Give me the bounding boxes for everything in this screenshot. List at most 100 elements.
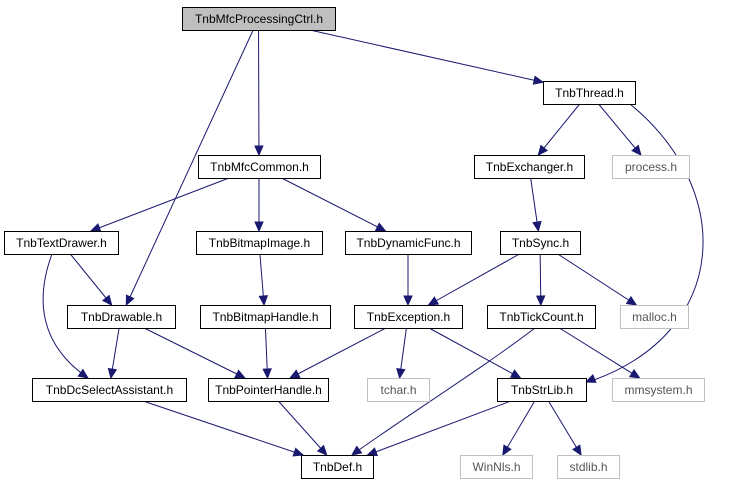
node-textdrawer-label: TnbTextDrawer.h bbox=[16, 236, 107, 250]
node-textdrawer[interactable]: TnbTextDrawer.h bbox=[4, 231, 119, 255]
node-bitmaphandle-box[interactable] bbox=[200, 305, 331, 329]
node-bitmapimage-label: TnbBitmapImage.h bbox=[209, 236, 310, 250]
node-sync[interactable]: TnbSync.h bbox=[500, 231, 581, 255]
edge-dcselect-to-def-arrowhead bbox=[292, 447, 305, 457]
edge-mfccommon-to-textdrawer-line bbox=[90, 177, 230, 232]
edge-thread-to-exchanger bbox=[537, 103, 581, 156]
node-dcselect-box[interactable] bbox=[32, 378, 187, 402]
edge-sync-to-tickcount-arrowhead bbox=[535, 295, 546, 307]
edge-textdrawer-to-dcselect-arrowhead bbox=[77, 368, 90, 379]
node-def-box[interactable] bbox=[301, 455, 374, 479]
node-tchar[interactable]: tchar.h bbox=[367, 378, 430, 402]
node-tchar-box[interactable] bbox=[367, 378, 430, 402]
node-tickcount[interactable]: TnbTickCount.h bbox=[487, 305, 596, 329]
node-tickcount-label: TnbTickCount.h bbox=[499, 310, 583, 324]
node-stdlib[interactable]: stdlib.h bbox=[557, 455, 620, 479]
edge-tickcount-to-def bbox=[351, 327, 536, 456]
node-pointerhandle-box[interactable] bbox=[208, 378, 329, 402]
node-bitmaphandle[interactable]: TnbBitmapHandle.h bbox=[200, 305, 331, 329]
node-textdrawer-box[interactable] bbox=[4, 231, 119, 255]
node-malloc[interactable]: malloc.h bbox=[620, 305, 689, 329]
edge-pointerhandle-to-def-line bbox=[277, 400, 328, 456]
node-pointerhandle[interactable]: TnbPointerHandle.h bbox=[208, 378, 329, 402]
node-winnls[interactable]: WinNls.h bbox=[460, 455, 533, 479]
edge-bitmapimage-to-bitmaphandle-arrowhead bbox=[258, 295, 269, 307]
node-malloc-box[interactable] bbox=[620, 305, 689, 329]
edge-textdrawer-to-drawable-line bbox=[69, 253, 113, 306]
edge-mfccommon-to-textdrawer-arrowhead bbox=[89, 223, 102, 233]
node-malloc-label: malloc.h bbox=[632, 310, 677, 324]
node-exception-box[interactable] bbox=[354, 305, 463, 329]
node-sync-box[interactable] bbox=[500, 231, 581, 255]
edge-thread-to-strlib-arrowhead bbox=[584, 373, 597, 383]
node-mmsystem-box[interactable] bbox=[612, 378, 705, 402]
edge-sync-to-malloc bbox=[557, 253, 638, 306]
node-winnls-label: WinNls.h bbox=[472, 460, 520, 474]
node-tickcount-box[interactable] bbox=[487, 305, 596, 329]
node-exchanger-box[interactable] bbox=[474, 155, 585, 179]
node-winnls-box[interactable] bbox=[460, 455, 533, 479]
node-dcselect[interactable]: TnbDcSelectAssistant.h bbox=[32, 378, 187, 402]
node-exchanger-label: TnbExchanger.h bbox=[486, 160, 573, 174]
node-thread-label: TnbThread.h bbox=[555, 86, 624, 100]
node-exchanger[interactable]: TnbExchanger.h bbox=[474, 155, 585, 179]
edge-sync-to-malloc-line bbox=[557, 253, 637, 306]
edge-mfccommon-to-bitmapimage bbox=[254, 178, 264, 233]
node-exception[interactable]: TnbException.h bbox=[354, 305, 463, 329]
node-dynamicfunc[interactable]: TnbDynamicFunc.h bbox=[345, 231, 472, 255]
edge-pointerhandle-to-def-arrowhead bbox=[316, 444, 328, 456]
edge-thread-to-strlib bbox=[584, 103, 704, 383]
node-bitmapimage-box[interactable] bbox=[196, 231, 323, 255]
edge-textdrawer-to-dcselect-line bbox=[42, 253, 89, 379]
edge-mfccommon-to-bitmapimage-arrowhead bbox=[254, 221, 264, 233]
node-strlib-label: TnbStrLib.h bbox=[511, 383, 573, 397]
edge-root-to-mfccommon-arrowhead bbox=[254, 145, 264, 157]
node-thread-box[interactable] bbox=[543, 81, 636, 105]
edge-strlib-to-winnls-line bbox=[502, 400, 536, 456]
edge-thread-to-process bbox=[598, 103, 642, 156]
edge-bitmaphandle-to-pointerhandle bbox=[262, 327, 272, 380]
edge-mfccommon-to-dynamicfunc-line bbox=[281, 177, 386, 232]
node-mfccommon-box[interactable] bbox=[198, 155, 321, 179]
node-bitmapimage[interactable]: TnbBitmapImage.h bbox=[196, 231, 323, 255]
edge-thread-to-exchanger-line bbox=[537, 103, 581, 156]
node-strlib[interactable]: TnbStrLib.h bbox=[497, 378, 587, 402]
edge-mfccommon-to-textdrawer bbox=[89, 177, 230, 233]
edges-layer bbox=[42, 29, 704, 457]
edge-sync-to-exception-arrowhead bbox=[427, 296, 440, 306]
edge-exception-to-pointerhandle bbox=[288, 327, 387, 379]
node-stdlib-box[interactable] bbox=[557, 455, 620, 479]
node-def[interactable]: TnbDef.h bbox=[301, 455, 374, 479]
node-process-label: process.h bbox=[625, 160, 677, 174]
edge-dynamicfunc-to-exception bbox=[403, 254, 413, 307]
node-process[interactable]: process.h bbox=[612, 155, 690, 179]
edge-exception-to-strlib bbox=[428, 327, 522, 379]
node-exception-label: TnbException.h bbox=[367, 310, 450, 324]
edge-pointerhandle-to-def bbox=[277, 400, 328, 456]
edge-bitmapimage-to-bitmaphandle bbox=[258, 253, 269, 307]
node-drawable-box[interactable] bbox=[67, 305, 176, 329]
edge-strlib-to-def-arrowhead bbox=[366, 447, 379, 457]
node-tchar-label: tchar.h bbox=[380, 383, 416, 397]
edge-exception-to-pointerhandle-arrowhead bbox=[288, 369, 301, 379]
node-strlib-box[interactable] bbox=[497, 378, 587, 402]
node-root-box[interactable] bbox=[182, 7, 336, 31]
edge-dcselect-to-def bbox=[142, 400, 305, 457]
edge-exchanger-to-sync-arrowhead bbox=[532, 220, 542, 233]
node-thread[interactable]: TnbThread.h bbox=[543, 81, 636, 105]
edge-root-to-drawable-arrowhead bbox=[125, 294, 135, 307]
edge-mfccommon-to-dynamicfunc bbox=[281, 177, 387, 232]
node-bitmaphandle-label: TnbBitmapHandle.h bbox=[212, 310, 318, 324]
edge-exception-to-tchar-arrowhead bbox=[396, 367, 406, 380]
edge-tickcount-to-mmsystem-line bbox=[559, 327, 640, 379]
node-process-box[interactable] bbox=[612, 155, 690, 179]
edge-sync-to-malloc-arrowhead bbox=[625, 295, 638, 306]
node-drawable[interactable]: TnbDrawable.h bbox=[67, 305, 176, 329]
node-mmsystem[interactable]: mmsystem.h bbox=[612, 378, 705, 402]
edge-thread-to-process-arrowhead bbox=[631, 144, 642, 156]
edge-thread-to-process-line bbox=[598, 103, 642, 156]
node-dynamicfunc-box[interactable] bbox=[345, 231, 472, 255]
node-mfccommon[interactable]: TnbMfcCommon.h bbox=[198, 155, 321, 179]
node-root[interactable]: TnbMfcProcessingCtrl.h bbox=[182, 7, 336, 31]
